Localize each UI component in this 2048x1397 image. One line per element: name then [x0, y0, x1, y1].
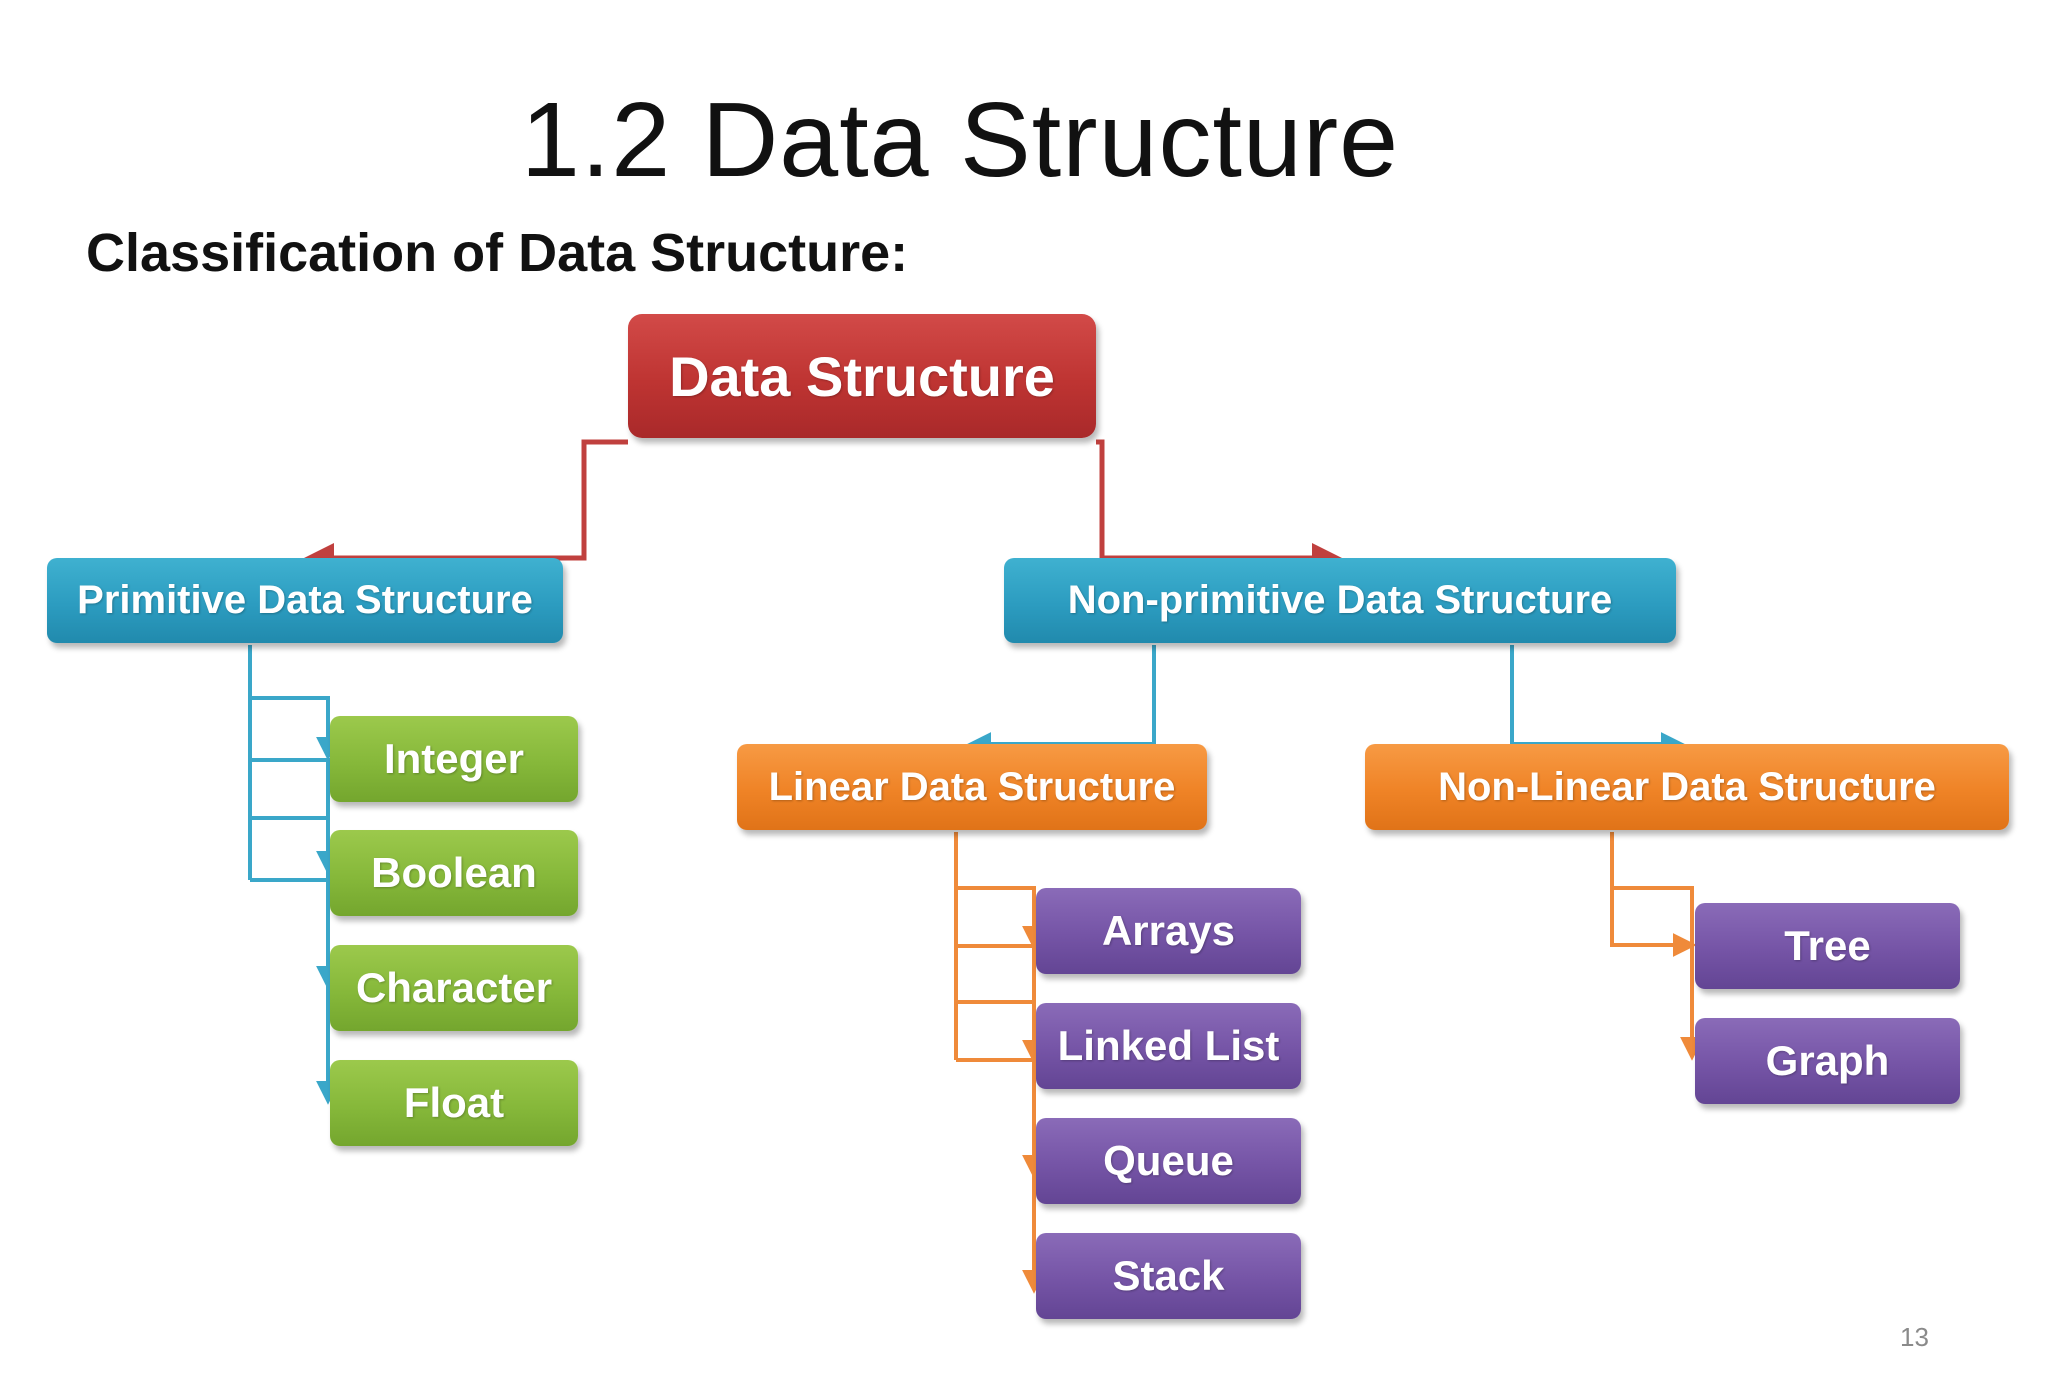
slide-title: 1.2 Data Structure: [520, 81, 1400, 199]
node-boolean: Boolean: [330, 830, 578, 916]
node-stack: Stack: [1036, 1233, 1301, 1319]
connectors-primitive: [248, 645, 340, 1105]
node-integer: Integer: [330, 716, 578, 802]
node-character: Character: [330, 945, 578, 1031]
node-float: Float: [330, 1060, 578, 1146]
node-arrays: Arrays: [1036, 888, 1301, 974]
node-linked-list: Linked List: [1036, 1003, 1301, 1089]
connectors-nonlinear: [1610, 832, 1704, 1061]
node-tree: Tree: [1695, 903, 1960, 989]
node-queue: Queue: [1036, 1118, 1301, 1204]
connectors-nonprimitive: [967, 645, 1685, 756]
node-graph: Graph: [1695, 1018, 1960, 1104]
slide-subtitle: Classification of Data Structure:: [86, 223, 909, 283]
connectors-linear: [954, 832, 1046, 1294]
node-data-structure: Data Structure: [628, 314, 1096, 438]
node-primitive-data-structure: Primitive Data Structure: [47, 558, 563, 643]
node-linear-data-structure: Linear Data Structure: [737, 744, 1207, 830]
node-non-linear-data-structure: Non-Linear Data Structure: [1365, 744, 2009, 830]
page-number: 13: [1900, 1322, 1929, 1352]
node-non-primitive-data-structure: Non-primitive Data Structure: [1004, 558, 1676, 643]
connector-root-nonprimitive: [1096, 439, 1342, 573]
connector-root-primitive: [304, 439, 628, 573]
